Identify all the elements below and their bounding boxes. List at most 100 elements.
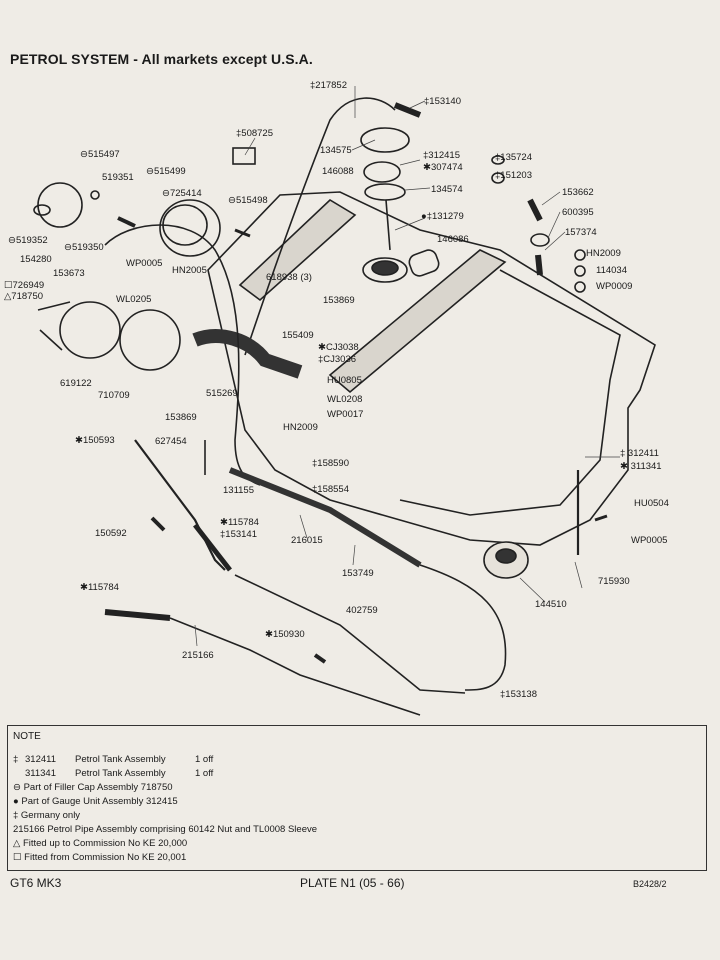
screw [234,228,251,238]
fuel-tank-drawing [33,97,656,716]
part-number-label: 153673 [53,268,85,279]
part-number-label: 515269 [206,388,238,399]
part-number-label: ✱115784 [220,517,259,528]
part-number-label: 150592 [95,528,127,539]
part-number-label: 155409 [282,330,314,341]
fuel-tank-outline [207,191,656,546]
part-number-label: HU0805 [327,375,362,386]
part-number-label: WP0009 [596,281,632,292]
note-quantity: 1 off [195,754,214,765]
reference-code: B2428/2 [633,879,667,889]
part-number-label: 519351 [102,172,134,183]
part-number-label: 153749 [342,568,374,579]
part-number-label: 146086 [437,234,469,245]
grommet-large [530,233,550,247]
leader-line [547,211,561,239]
note-description: Petrol Tank Assembly [75,768,166,779]
part-number-label: ‡ 312411 [620,448,659,459]
leader-lines [194,86,620,647]
note-part-number: 312411 [25,754,56,765]
pipe-short [535,254,543,276]
part-number-label: ⊖519352 [8,235,48,246]
part-number-label: 627454 [155,436,187,447]
breather-pipe [527,198,543,222]
fuel-hose [228,467,422,568]
filler-neck-top [159,199,221,257]
fuel-tank-flange [399,269,621,516]
leader-line [409,100,426,109]
part-number-label: ‡217852 [310,80,347,91]
note-row: ☐ Fitted from Commission No KE 20,001 [13,852,187,863]
note-heading: NOTE [13,731,41,742]
part-number-label: 715930 [598,576,630,587]
filler-neck-lower [59,301,121,359]
part-number-label: ‡158554 [312,484,349,495]
part-number-label: 154280 [20,254,52,265]
leader-line [541,191,561,206]
leader-line [194,624,198,647]
gauge-unit-body [363,161,401,183]
part-number-label: ⊖515498 [228,195,268,206]
tank-filler-hole [371,260,399,276]
note-row: ‡ Germany only [13,810,81,821]
part-number-label: ‡151203 [495,170,532,181]
model-name: GT6 MK3 [10,876,62,890]
part-number-label: ‡135724 [495,152,532,163]
note-quantity: 1 off [195,768,214,779]
part-number-label: 215166 [182,650,214,661]
leader-line [519,577,546,603]
part-number-label: HN2009 [283,422,318,433]
part-number-label: 146088 [322,166,354,177]
part-number-label: ✱115784 [80,582,119,593]
breather-hose-end [393,102,422,118]
part-number-label: HN2005 [172,265,207,276]
part-number-label: ●‡131279 [421,211,464,222]
part-number-label: 134575 [320,145,352,156]
part-number-label: △718750 [4,291,43,302]
part-number-label: WP0017 [327,409,363,420]
part-number-label: ✱150930 [265,629,305,640]
part-number-label: ‡CJ3036 [318,354,356,365]
tank-filler-opening [362,257,408,283]
breather-hose [244,97,396,356]
gauge-unit-ring [360,127,410,153]
part-number-label: 618938 (3) [266,272,312,283]
part-number-label: HN2009 [586,248,621,259]
leader-line [351,139,376,151]
gauge-unit-seal [364,183,406,201]
tank-strip-right [328,249,507,394]
part-number-label: 153869 [165,412,197,423]
filler-cap-spring [117,216,136,228]
plate-number: PLATE N1 (05 - 66) [300,876,405,890]
part-number-label: ‡312415 [423,150,460,161]
washer [574,265,586,277]
note-row: △ Fitted up to Commission No KE 20,000 [13,838,188,849]
plug [491,172,505,184]
note-row: 215166 Petrol Pipe Assembly comprising 6… [13,824,318,835]
fuel-return-line [419,564,507,691]
fuel-union [150,516,166,532]
part-number-label: ☐726949 [4,280,44,291]
gauge-float-arm [385,199,391,251]
part-number-label: WL0208 [327,394,362,405]
part-number-label: ✱CJ3038 [318,342,359,353]
part-number-label: 153662 [562,187,594,198]
filler-neck-clip [119,309,181,371]
overflow-pipe [104,224,261,486]
filler-hose [192,329,303,379]
leader-line [394,217,426,231]
part-number-label: 144510 [535,599,567,610]
page-title: PETROL SYSTEM - All markets except U.S.A… [10,51,313,67]
exploded-parts-diagram: ‡217852‡153140‡508725⊖515497519351⊖51549… [4,80,669,716]
fuel-union-lower [313,653,327,664]
part-number-label: ⊖725414 [162,188,202,199]
part-number-label: 600395 [562,207,594,218]
leader-line [404,187,431,191]
part-number-label: ‡153141 [220,529,257,540]
filler-cap-knob [33,204,51,216]
pipe-assembly [169,617,421,716]
part-number-label: 134574 [431,184,463,195]
part-number-label: ‡158590 [312,458,349,469]
